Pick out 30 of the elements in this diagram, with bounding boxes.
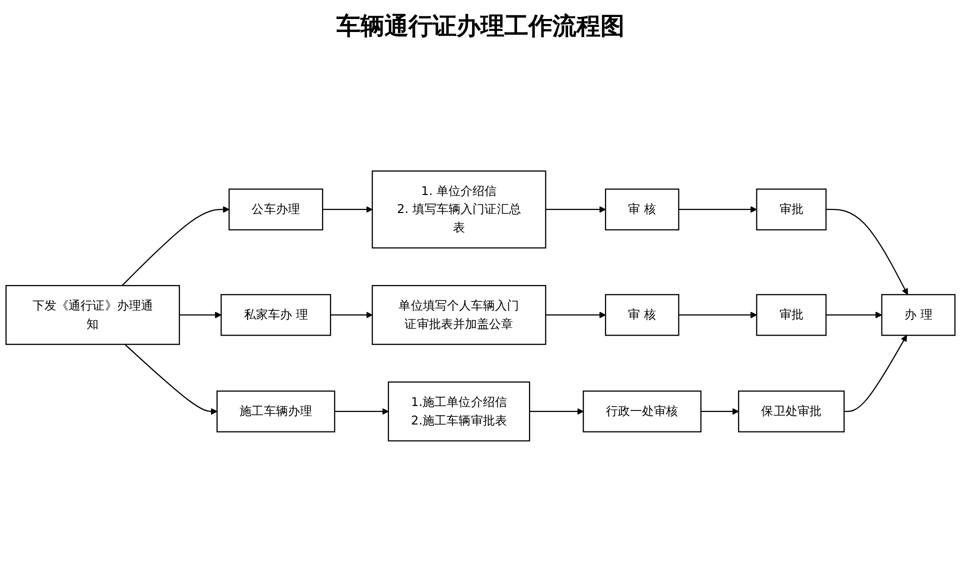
- arrow: [330, 312, 373, 318]
- node-box: 行政一处审核: [582, 390, 702, 432]
- arrow: [826, 208, 908, 295]
- arrow: [844, 335, 907, 412]
- arrow: [322, 206, 373, 213]
- node-box: 单位填写个人车辆入门证审批表并加盖公章: [372, 285, 546, 345]
- node-box: 1. 单位介绍信 2. 填写车辆入门证汇总表: [372, 170, 546, 249]
- arrow: [122, 206, 230, 286]
- node-box: 审批: [756, 294, 827, 336]
- arrow: [124, 344, 218, 415]
- arrow: [179, 312, 222, 318]
- node-box: 审 核: [604, 294, 680, 336]
- arrow: [678, 206, 757, 213]
- arrow: [530, 408, 584, 415]
- arrow: [826, 312, 882, 318]
- node-box: 办 理: [881, 294, 956, 336]
- arrow: [546, 206, 606, 213]
- arrow: [546, 312, 606, 318]
- arrow: [678, 312, 757, 318]
- arrow: [334, 408, 389, 415]
- node-box: 审批: [756, 188, 827, 230]
- diagram-title: 车辆通行证办理工作流程图: [336, 11, 626, 42]
- node-box: 公车办理: [228, 188, 324, 230]
- node-box: 审 核: [604, 188, 680, 230]
- node-box: 施工车辆办理: [216, 390, 336, 432]
- arrow: [700, 408, 739, 415]
- node-box: 保卫处审批: [738, 390, 845, 432]
- node-box: 下发《通行证》办理通知: [5, 285, 180, 345]
- node-box: 私家车办 理: [220, 294, 332, 336]
- node-box: 1.施工单位介绍信 2.施工车辆审批表: [388, 382, 530, 442]
